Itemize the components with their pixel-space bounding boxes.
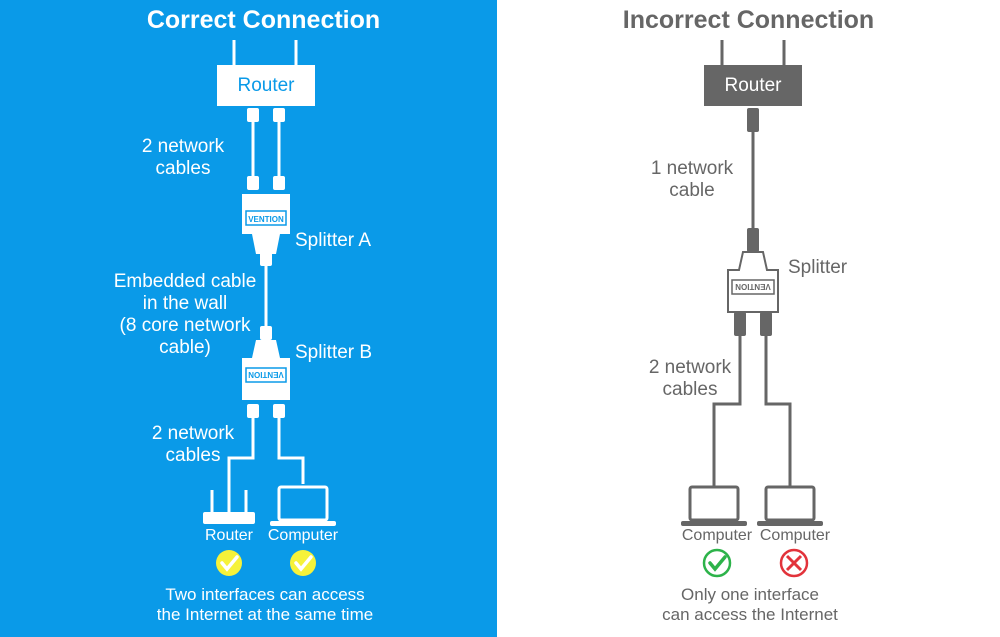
device-router-label: Router [204, 527, 254, 544]
check-icon [216, 550, 242, 576]
left-diagram [203, 40, 336, 576]
left-title: Correct Connection [146, 6, 381, 34]
right-diagram [681, 40, 823, 578]
cables-splitter-to-computers [712, 312, 792, 486]
bottom-cables-label: 2 network cables [151, 423, 235, 466]
embedded-cable-label: Embedded cable in the wall (8 core netwo… [113, 271, 257, 358]
device-computer-label-1: Computer [681, 527, 753, 544]
router-plugs [247, 108, 285, 190]
router-box [704, 65, 802, 106]
check-icon [290, 550, 316, 576]
splitter-label: Splitter [788, 257, 848, 278]
device-computer-label: Computer [267, 527, 339, 544]
splitter-a-label: Splitter A [295, 230, 372, 251]
right-title: Incorrect Connection [622, 6, 875, 34]
incorrect-connection-panel [497, 0, 1000, 637]
splitter-a-brand: VENTION [248, 215, 284, 224]
splitter-icon: VENTION [727, 251, 779, 313]
splitter-a-icon: VENTION [242, 194, 290, 254]
router-antennas [232, 40, 298, 66]
cross-icon [779, 548, 809, 578]
right-caption: Only one interface can access the Intern… [662, 585, 838, 624]
router-label: Router [724, 75, 782, 96]
router-device-icon [203, 486, 255, 524]
correct-connection-panel [0, 0, 497, 637]
check-icon [702, 548, 732, 578]
splitter-b-label: Splitter B [295, 342, 373, 363]
cables-splitter-b-to-devices [227, 404, 305, 490]
top-cables-label: 2 network cables [141, 136, 225, 179]
computer-icon [757, 485, 823, 526]
bottom-cables-label: 2 network cables [648, 357, 732, 400]
splitter-b-brand: VENTION [248, 370, 284, 379]
left-caption: Two interfaces can access the Internet a… [156, 585, 374, 624]
top-cable-label: 1 network cable [650, 158, 734, 201]
router-box [217, 65, 315, 106]
device-computer-label-2: Computer [759, 527, 831, 544]
computer-icon [681, 485, 747, 526]
splitter-brand: VENTION [735, 282, 771, 291]
computer-icon [270, 485, 336, 526]
router-antennas [720, 40, 786, 66]
router-label: Router [237, 75, 295, 96]
splitter-b-icon: VENTION [242, 340, 290, 400]
